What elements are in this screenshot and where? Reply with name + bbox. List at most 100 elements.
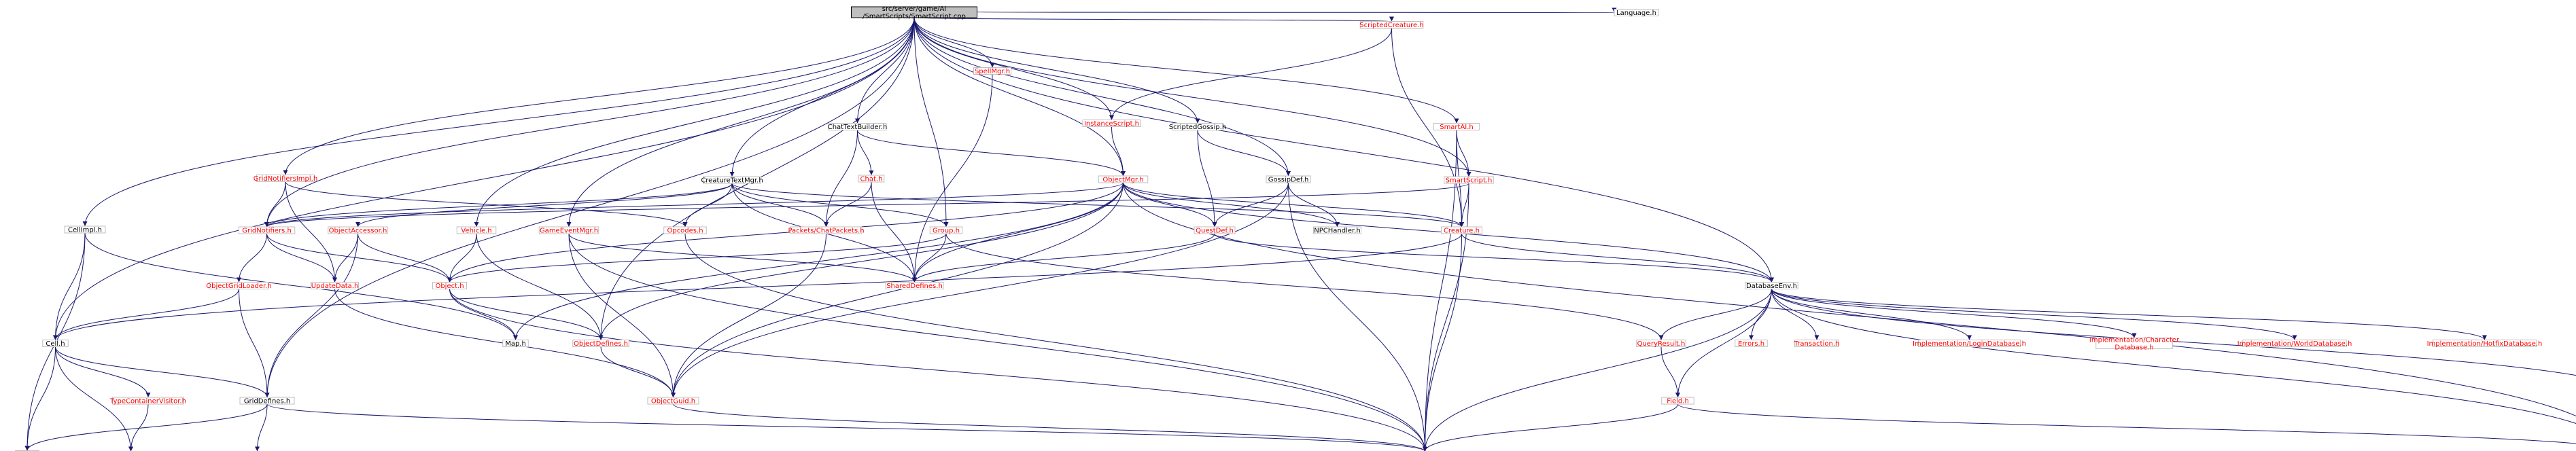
edge-smartscript_cpp-to-objectmgr_h bbox=[913, 17, 1126, 177]
edge-line bbox=[476, 233, 604, 340]
edge-databaseenv_h-to-impl_logindatabase_h bbox=[1771, 289, 1972, 340]
node-creature-h[interactable]: Creature.h bbox=[1441, 226, 1482, 235]
node-scriptedgossip-h[interactable]: ScriptedGossip.h bbox=[1169, 123, 1226, 132]
edge-line bbox=[731, 183, 949, 228]
node-smartscript-cpp[interactable]: src/server/game/AI/SmartScripts/SmartScr… bbox=[851, 5, 977, 20]
edge-opcodes_h-to-common_h bbox=[684, 233, 1427, 451]
node-objectmgr-h[interactable]: ObjectMgr.h bbox=[1098, 175, 1149, 184]
node-label: Language.h bbox=[1616, 10, 1656, 17]
node-box bbox=[1794, 340, 1839, 347]
edge-line bbox=[53, 17, 915, 340]
node-label: Cell.h bbox=[46, 340, 65, 348]
edge-questdef_h-to-shareddefines_h bbox=[912, 233, 1215, 283]
node-box bbox=[238, 226, 296, 234]
node-impl-worlddatabase-h[interactable]: Implementation/WorldDatabase.h bbox=[2238, 340, 2352, 348]
node-box bbox=[328, 226, 388, 234]
edge-line bbox=[1123, 182, 1340, 228]
node-impl-logindatabase-h[interactable]: Implementation/LoginDatabase.h bbox=[1913, 340, 2026, 348]
node-typecontainervisitor-h[interactable]: TypeContainerVisitor.h bbox=[109, 397, 186, 405]
node-queryresult-h[interactable]: QueryResult.h bbox=[1636, 340, 1686, 348]
edge-line bbox=[449, 289, 1427, 451]
edge-smartscript_cpp-to-gridnotifiersimpl_h bbox=[283, 17, 915, 175]
node-label: Vehicle.h bbox=[461, 228, 491, 235]
edge-line bbox=[449, 289, 604, 340]
node-updatedata-h[interactable]: UpdateData.h bbox=[311, 282, 359, 291]
node-objectguid-h[interactable]: ObjectGuid.h bbox=[647, 397, 699, 405]
edge-line bbox=[1675, 289, 1772, 398]
node-cell-h[interactable]: Cell.h bbox=[42, 340, 69, 348]
edge-line bbox=[84, 232, 518, 340]
edge-line bbox=[355, 183, 733, 228]
node-griddefines-h[interactable]: GridDefines.h bbox=[239, 397, 295, 405]
node-gridnotifiers-h[interactable]: GridNotifiers.h bbox=[238, 226, 296, 235]
node-box bbox=[239, 397, 295, 405]
node-objectgridloader-h[interactable]: ObjectGridLoader.h bbox=[206, 282, 272, 291]
node-label: Implementation/LoginDatabase.h bbox=[1913, 340, 2026, 348]
edge-chattextbuilder_h-to-objectmgr_h bbox=[857, 130, 1126, 177]
edge-smartscript_cpp-to-creaturetextmgr_h bbox=[729, 17, 915, 177]
edge-line bbox=[266, 403, 1427, 451]
node-questdef-h[interactable]: QuestDef.h bbox=[1194, 226, 1236, 235]
node-label: Field.h bbox=[1667, 398, 1689, 405]
edge-creaturetextmgr_h-to-gridnotifiers_h bbox=[264, 183, 733, 228]
edge-field_h-to-log_h bbox=[1677, 403, 2576, 444]
node-gridnotifiersimpl-h[interactable]: GridNotifiersImpl.h bbox=[254, 175, 317, 183]
node-packets-chatpackets-h[interactable]: Packets/ChatPackets.h bbox=[788, 226, 865, 235]
edge-gridnotifiersimpl_h-to-updatedata_h bbox=[285, 181, 337, 283]
node-map-h[interactable]: Map.h bbox=[502, 340, 529, 348]
edge-smartscript_cpp-to-gridnotifiers_h bbox=[264, 17, 915, 228]
node-box bbox=[1636, 340, 1686, 347]
edge-scriptedgossip_h-to-questdef_h bbox=[1197, 130, 1217, 228]
node-gossipdef-h[interactable]: GossipDef.h bbox=[1266, 175, 1311, 184]
edge-gridnotifiers_h-to-object_h bbox=[266, 233, 452, 283]
node-label: TypeContainerVisitor.h bbox=[109, 398, 186, 405]
node-errors-h[interactable]: Errors.h bbox=[1735, 340, 1768, 348]
node-databaseenv-h[interactable]: DatabaseEnv.h bbox=[1745, 282, 1798, 291]
edge-line bbox=[55, 346, 133, 451]
node-vehicle-h[interactable]: Vehicle.h bbox=[456, 226, 497, 235]
node-field-h[interactable]: Field.h bbox=[1661, 397, 1694, 405]
node-label: Database.h bbox=[2114, 344, 2153, 352]
node-instancescript-h[interactable]: InstanceScript.h bbox=[1082, 120, 1141, 128]
node-spellmgr-h[interactable]: SpellMgr.h bbox=[973, 67, 1011, 76]
edge-objectmgr_h-to-gridnotifiers_h bbox=[264, 182, 1124, 228]
node-object-h[interactable]: Object.h bbox=[432, 282, 467, 291]
node-cellimpl-h[interactable]: CellImpl.h bbox=[64, 226, 106, 234]
node-scriptedcreature-h[interactable]: ScriptedCreature.h bbox=[1359, 21, 1424, 30]
edge-line bbox=[1123, 182, 2576, 416]
edge-gossipdef_h-to-npchandler_h bbox=[1288, 182, 1340, 228]
node-smartscript-h[interactable]: SmartScript.h bbox=[1444, 176, 1494, 185]
node-smartai-h[interactable]: SmartAI.h bbox=[1433, 123, 1480, 132]
node-shareddefines-h[interactable]: SharedDefines.h bbox=[885, 282, 944, 291]
node-box bbox=[1194, 226, 1236, 234]
node-box bbox=[1614, 9, 1659, 16]
edge-line bbox=[568, 233, 917, 283]
edge-line bbox=[449, 289, 518, 340]
node-npchandler-h[interactable]: NPCHandler.h bbox=[1313, 226, 1361, 235]
edge-line bbox=[913, 17, 1774, 283]
node-objectaccessor-h[interactable]: ObjectAccessor.h bbox=[328, 226, 388, 235]
node-chat-h[interactable]: Chat.h bbox=[858, 175, 885, 183]
node-group-h[interactable]: Group.h bbox=[929, 226, 963, 235]
node-gameeventmgr-h[interactable]: GameEventMgr.h bbox=[538, 226, 599, 235]
node-chattextbuilder-h[interactable]: ChatTextBuilder.h bbox=[828, 123, 888, 132]
edge-gossipdef_h-to-common_h bbox=[1288, 182, 1427, 451]
edge-line bbox=[1111, 126, 1126, 177]
node-label: SmartAI.h bbox=[1440, 124, 1474, 131]
node-impl-hotfixdatabase-h[interactable]: Implementation/HotfixDatabase.h bbox=[2427, 340, 2543, 348]
node-transaction-h[interactable]: Transaction.h bbox=[1794, 340, 1840, 348]
edge-line bbox=[568, 233, 676, 398]
node-language-h[interactable]: Language.h bbox=[1614, 9, 1659, 18]
node-box bbox=[209, 282, 269, 289]
edge-smartscript_cpp-to-databaseenv_h bbox=[913, 17, 1774, 283]
edge-line bbox=[255, 403, 268, 451]
edge-line bbox=[264, 233, 358, 398]
node-opcodes-h[interactable]: Opcodes.h bbox=[663, 226, 707, 235]
edge-gridnotifiersimpl_h-to-gridnotifiers_h bbox=[264, 181, 286, 228]
node-box bbox=[1098, 175, 1149, 183]
node-objectdefines-h[interactable]: ObjectDefines.h bbox=[572, 340, 629, 348]
edge-chat_h-to-packets_chatpackets_h bbox=[824, 181, 872, 228]
node-creaturetextmgr-h[interactable]: CreatureTextMgr.h bbox=[701, 176, 763, 185]
node-box bbox=[256, 175, 315, 182]
